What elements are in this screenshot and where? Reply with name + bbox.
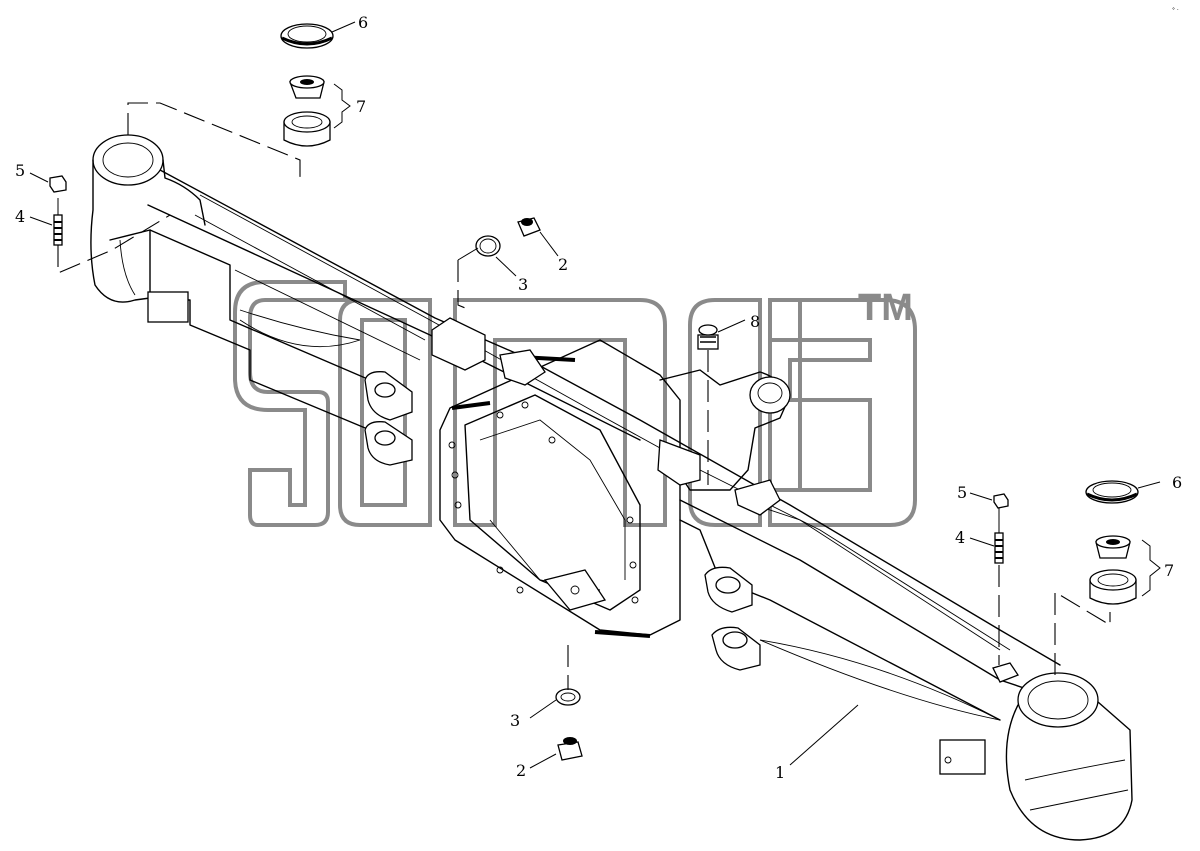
part-3-oring-top bbox=[475, 235, 501, 257]
callout-1: 1 bbox=[775, 763, 785, 782]
part-4-stud-left bbox=[53, 214, 63, 246]
assembly-lines bbox=[57, 102, 1111, 690]
callout-3-top: 3 bbox=[518, 275, 528, 294]
callout-2-top: 2 bbox=[558, 255, 568, 274]
part-7-bearing-cone-top bbox=[289, 75, 325, 99]
callout-4-right: 4 bbox=[955, 528, 965, 547]
callout-8: 8 bbox=[750, 312, 760, 331]
callout-6-right: 6 bbox=[1172, 473, 1182, 492]
trademark-mark: TM bbox=[858, 287, 913, 329]
callout-3-bottom: 3 bbox=[510, 711, 520, 730]
part-2-plug-top bbox=[517, 217, 541, 237]
watermark-logo: TM bbox=[233, 280, 917, 527]
callout-5-right: 5 bbox=[957, 483, 967, 502]
callout-5-left: 5 bbox=[15, 161, 25, 180]
callout-7-top: 7 bbox=[356, 97, 366, 116]
callout-2-bottom: 2 bbox=[516, 761, 526, 780]
flange-bolt-holes bbox=[448, 401, 639, 604]
leader-lines bbox=[29, 21, 1161, 769]
part-4-stud-right bbox=[994, 532, 1004, 564]
corner-mark: ° · bbox=[1172, 7, 1179, 14]
part-7-bearing-cone-right bbox=[1095, 535, 1131, 559]
part-7-bearing-cup-top bbox=[283, 111, 331, 147]
part-6-seal-top bbox=[280, 23, 334, 49]
part-5-bolt-right bbox=[993, 493, 1009, 509]
part-6-seal-right bbox=[1085, 480, 1139, 504]
callout-6-top: 6 bbox=[358, 13, 368, 32]
part-5-bolt-left bbox=[49, 175, 67, 193]
part-2-plug-bottom bbox=[557, 737, 583, 761]
callout-7-right: 7 bbox=[1164, 561, 1174, 580]
callout-labels: 6 7 5 4 3 2 8 5 4 6 7 3 2 1 bbox=[15, 13, 1182, 782]
axle-housing bbox=[90, 134, 1133, 841]
part-3-washer-bottom bbox=[555, 688, 581, 706]
part-7-bearing-cup-right bbox=[1089, 569, 1137, 605]
part-8-breather bbox=[697, 324, 719, 350]
callout-4-left: 4 bbox=[15, 207, 25, 226]
